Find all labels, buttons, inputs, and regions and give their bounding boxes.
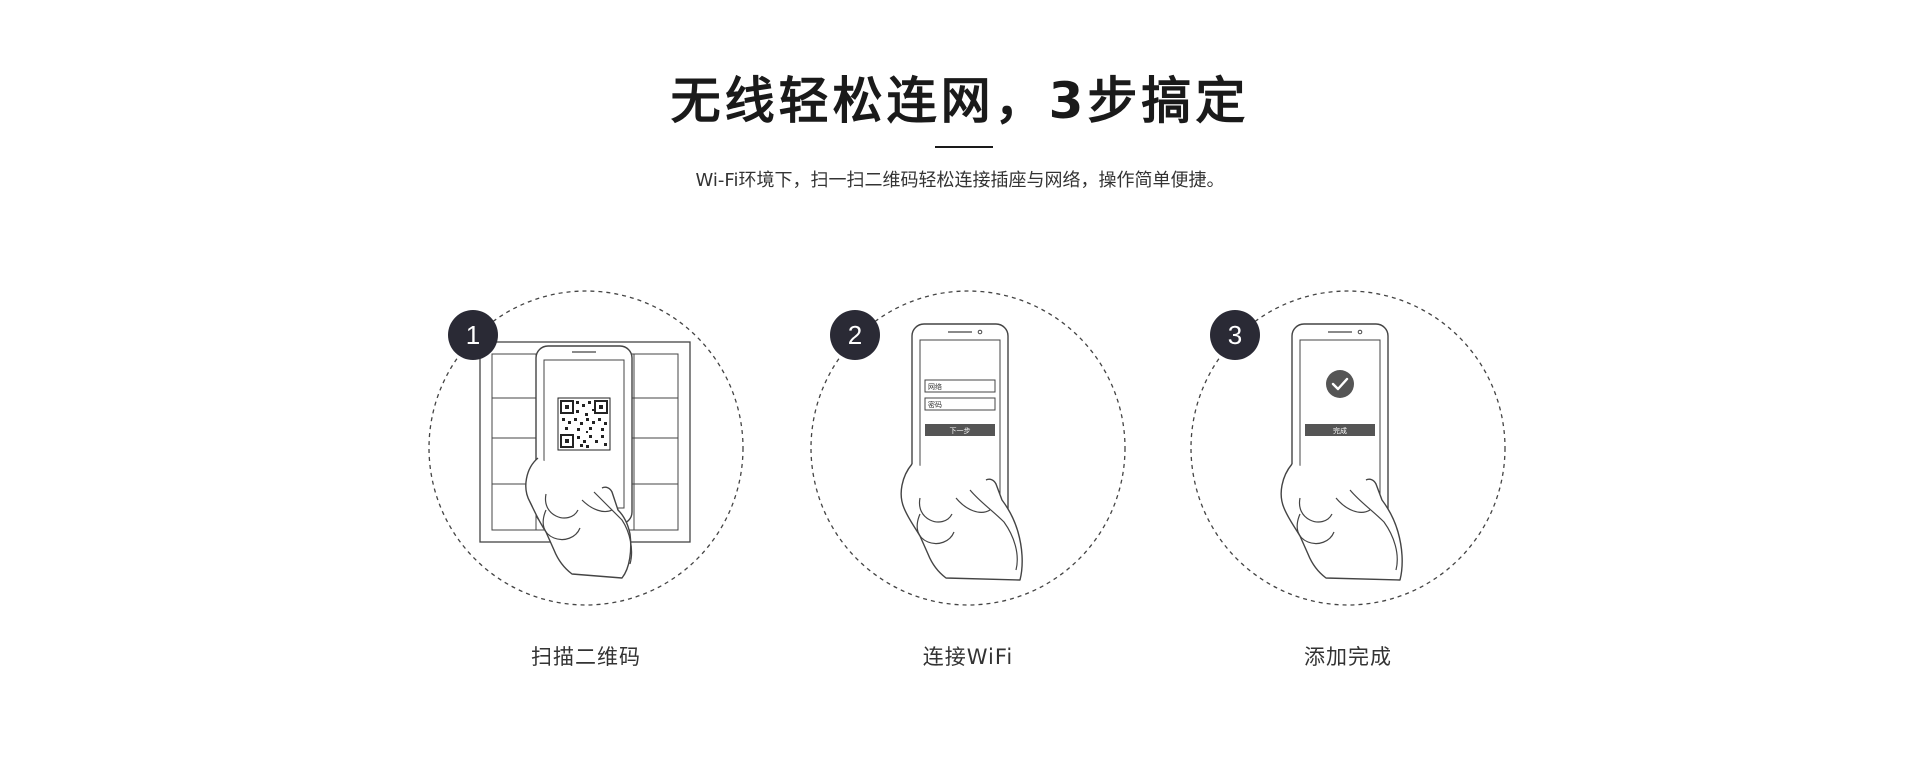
wifi-form-phone-icon: 网络 密码 下一步: [810, 290, 1126, 606]
next-button: 下一步: [950, 427, 971, 435]
step-1: 1 扫描二维码: [426, 288, 746, 688]
step-2-label: 连接WiFi: [922, 645, 1014, 669]
step-1-badge: 1: [448, 310, 498, 360]
checkmark-phone-icon: 完成: [1190, 290, 1506, 606]
done-button: 完成: [1333, 426, 1347, 435]
qr-code-icon: [557, 397, 611, 451]
page-subtitle: Wi-Fi环境下，扫一扫二维码轻松连接插座与网络，操作简单便捷。: [695, 170, 1225, 191]
step-3-label: 添加完成: [1304, 645, 1392, 669]
page-title: 无线轻松连网，3步搞定: [670, 72, 1250, 130]
qr-scan-phone-icon: [428, 290, 744, 606]
step-3: 完成 3 添加完成: [1188, 288, 1508, 688]
step-1-label: 扫描二维码: [531, 645, 641, 669]
step-2: 网络 密码 下一步 2 连接WiFi: [808, 288, 1128, 688]
step-2-badge: 2: [830, 310, 880, 360]
password-field: 密码: [928, 400, 942, 409]
network-field: 网络: [928, 382, 942, 391]
title-divider: [935, 146, 993, 148]
check-circle-icon: [1326, 370, 1354, 398]
step-3-badge: 3: [1210, 310, 1260, 360]
